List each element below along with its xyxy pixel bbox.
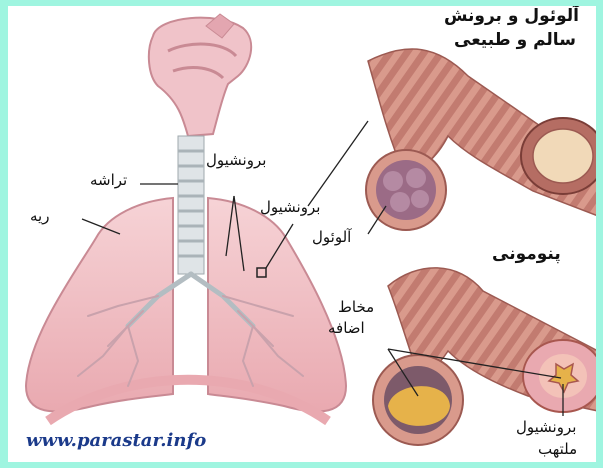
inflamed-bronchiole-line2: ملتهب: [538, 442, 577, 458]
bronchiole-label-2: برونشیول: [260, 200, 320, 216]
trachea-label: تراشه: [90, 173, 127, 189]
upper-airway: [149, 14, 251, 136]
bronchiole-label: برونشیول: [206, 153, 266, 169]
healthy-title-line2: سالم و طبیعی: [454, 32, 576, 50]
excess-mucus-line2: اضافه: [328, 321, 365, 337]
trachea-tube: [178, 136, 204, 274]
healthy-title-line1: آلوئول و برونش: [444, 8, 579, 26]
lung-label: ریه: [30, 209, 49, 225]
excess-mucus-line1: مخاط: [338, 300, 374, 316]
watermark-url: www.parastar.info: [26, 430, 206, 451]
diagram-panel: آلوئول و برونش سالم و طبیعی تراشه ریه بر…: [8, 6, 596, 462]
pneumonia-title: پنومونی: [492, 246, 561, 264]
mucus-alveolus: [373, 355, 463, 445]
inflamed-bronchiole-line1: برونشیول: [516, 420, 576, 436]
alveolus-label: آلوئول: [312, 230, 351, 246]
anatomy-illustration: [8, 6, 596, 462]
